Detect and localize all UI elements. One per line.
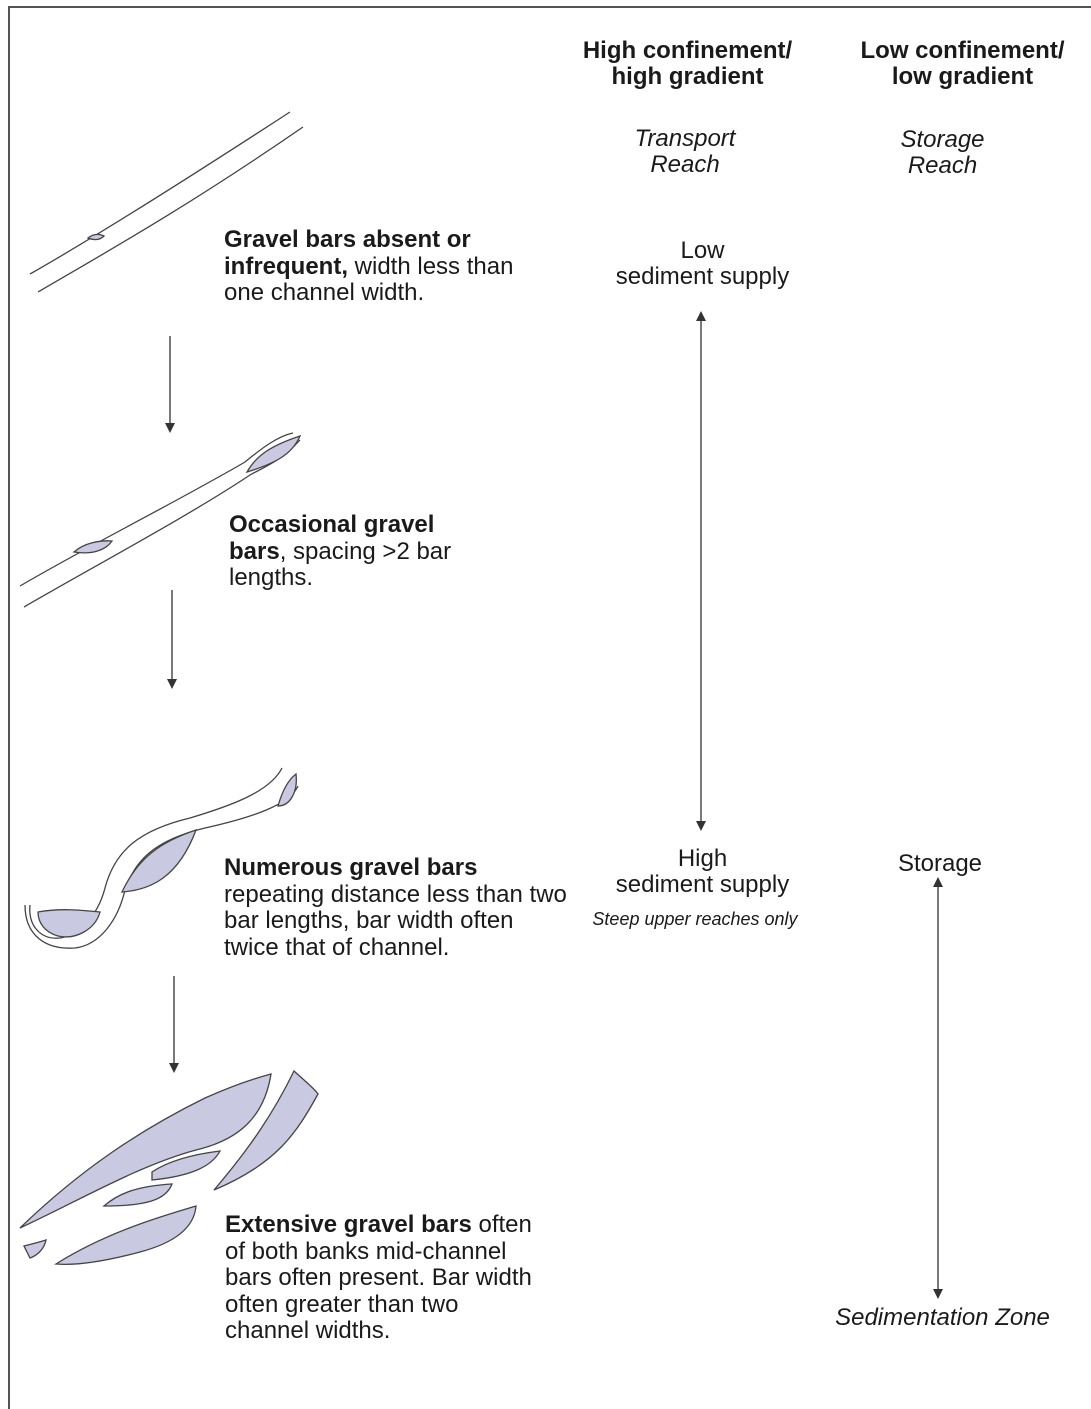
stage-4-text: often of both banks mid-channel bars oft…: [225, 1211, 532, 1344]
stage-4-channel-sketch: [19, 1069, 319, 1266]
stage-1-channel-sketch: [29, 111, 304, 293]
stage-3-gravel-bar-middle: [120, 828, 198, 893]
low-sediment-supply-label: Low sediment supply: [590, 238, 815, 290]
stage-2-channel-sketch: [19, 432, 302, 608]
low-supply-line1: Low: [680, 237, 725, 264]
stage-4-bold: Extensive gravel bars: [225, 1211, 472, 1238]
stage-1-bold: Gravel bars absent or infrequent,: [224, 226, 471, 280]
stage-2-text: , spacing >2 bar lengths.: [229, 537, 452, 591]
progression-arrows: [165, 336, 179, 1073]
high-confinement-title-line2: high gradient: [611, 63, 764, 90]
stage-1-text: width less than one channel width.: [224, 252, 514, 306]
low-confinement-title-line1: Low confinement/: [860, 37, 1065, 64]
stage-3-gravel-bar-bottom: [37, 909, 101, 938]
steep-upper-reaches-note: Steep upper reaches only: [592, 909, 798, 929]
high-confinement-header: High confinement/ high gradient: [560, 38, 815, 90]
stage-2-bold: Occasional gravel bars: [229, 511, 435, 565]
high-supply-line2: sediment supply: [615, 871, 790, 898]
stage-2-description: Occasional gravel bars, spacing >2 bar l…: [229, 511, 494, 592]
stage-4-description: Extensive gravel bars often of both bank…: [225, 1211, 545, 1345]
stage-3-gravel-bar-top: [277, 772, 297, 807]
stage-1-description: Gravel bars absent or infrequent, width …: [224, 226, 559, 307]
low-confinement-header: Low confinement/ low gradient: [840, 38, 1085, 90]
high-sediment-supply-label: High sediment supply: [590, 846, 815, 898]
stage-3-description: Numerous gravel bars repeating distance …: [224, 854, 569, 961]
stage-1-bank-left: [29, 111, 291, 275]
storage-reach-label: Storage Reach: [850, 127, 1035, 179]
stage-3-bold: Numerous gravel bars: [224, 854, 478, 881]
sedimentation-zone-label: Sedimentation Zone: [835, 1304, 1050, 1331]
stage-4-bar-small: [23, 1239, 47, 1259]
storage-label: Storage: [897, 850, 983, 877]
stage-4-bar-upper-left: [19, 1073, 272, 1229]
stage-4-bar-mid-lower: [102, 1183, 173, 1207]
stage-3-bank-outer: [29, 767, 283, 939]
figure-frame: [8, 6, 1091, 1409]
stage-1-bank-right: [37, 126, 304, 293]
stage-3-channel-sketch: [24, 767, 299, 949]
stage-2-gravel-bar-upper: [245, 434, 302, 474]
transport-reach-line1: Transport: [634, 125, 736, 152]
low-supply-line2: sediment supply: [615, 263, 790, 290]
high-supply-line1: High: [677, 845, 728, 872]
stage-4-bar-lower: [54, 1205, 197, 1266]
stage-2-gravel-bar-lower: [72, 540, 114, 554]
stage-1-gravel-bar: [86, 233, 106, 241]
stage-4-bar-mid-upper: [151, 1150, 222, 1181]
stage-2-bank-left: [19, 432, 294, 587]
stage-3-text: repeating distance less than two bar len…: [224, 880, 567, 961]
low-confinement-title-line2: low gradient: [891, 63, 1034, 90]
high-confinement-title-line1: High confinement/: [582, 37, 793, 64]
transport-reach-label: Transport Reach: [590, 126, 780, 178]
stage-4-bar-upper-right: [213, 1069, 319, 1191]
transport-reach-line2: Reach: [650, 151, 720, 178]
storage-reach-line2: Reach: [907, 152, 978, 179]
storage-reach-line1: Storage: [900, 126, 985, 153]
